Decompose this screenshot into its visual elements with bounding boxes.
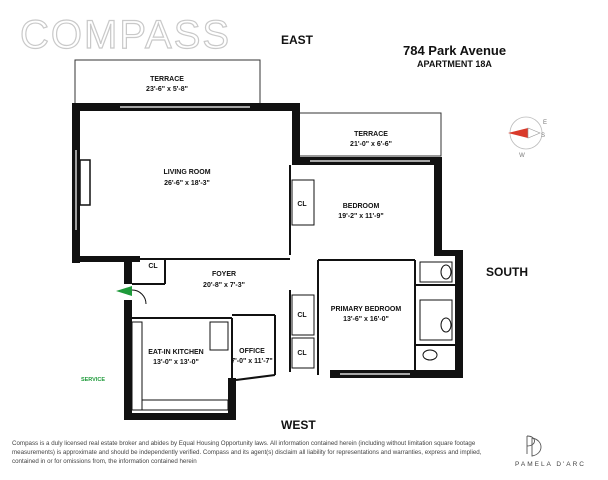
compass-e: E [543, 120, 547, 126]
apartment-number: APARTMENT 18A [417, 59, 492, 69]
kitchen-counters [131, 321, 229, 411]
label-living-room: LIVING ROOM [163, 169, 210, 176]
label-office: OFFICE [239, 348, 265, 355]
closet-primary-2 [291, 337, 315, 369]
direction-east: EAST [281, 33, 314, 47]
dims-foyer: 20'-8" x 7'-3" [203, 282, 245, 289]
dims-primary-bedroom: 13'-6" x 16'-0" [343, 316, 389, 323]
compass-needle [508, 128, 528, 138]
service-label: SERVICE [81, 377, 105, 383]
label-terrace-2: TERRACE [354, 131, 388, 138]
entry-door-swing [131, 289, 147, 305]
label-primary-bedroom: PRIMARY BEDROOM [331, 306, 402, 313]
label-foyer: FOYER [212, 271, 236, 278]
fireplace [79, 159, 91, 206]
interior-walls [132, 165, 458, 381]
closet-primary-1 [291, 294, 315, 336]
walls [72, 103, 463, 420]
direction-south: SOUTH [486, 265, 528, 279]
label-eat-in-kitchen: EAT-IN KITCHEN [148, 349, 203, 356]
dims-terrace-2: 21'-0" x 6'-6" [350, 141, 392, 148]
dims-bedroom: 19'-2" x 11'-9" [338, 213, 383, 220]
dims-living-room: 26'-6" x 18'-3" [164, 180, 210, 187]
label-bedroom: BEDROOM [343, 203, 380, 210]
closet-label-primary-2: CL [297, 350, 307, 357]
compass-logo: COMPASS [19, 12, 232, 57]
compass-rose [508, 116, 543, 150]
direction-west: WEST [281, 418, 316, 432]
closet-label-primary-1: CL [297, 312, 307, 319]
compass-w: W [519, 153, 525, 159]
property-address: 784 Park Avenue [403, 43, 507, 58]
designer-name: PAMELA D'ARC [515, 461, 586, 468]
disclaimer-text: Compass is a duly licensed real estate b… [12, 440, 482, 465]
windows [75, 106, 430, 375]
label-terrace-1: TERRACE [150, 76, 184, 83]
closet-bedroom [291, 179, 315, 226]
closet-label-foyer: CL [148, 263, 158, 270]
dims-office: 7'-0" x 11'-7" [231, 358, 273, 365]
entry-arrow [116, 286, 132, 296]
closet-label-bedroom: CL [297, 201, 307, 208]
dims-terrace-1: 23'-6" x 5'-8" [146, 86, 188, 93]
bath-fixtures [419, 261, 453, 361]
dims-eat-in-kitchen: 13'-0" x 13'-0" [153, 359, 199, 366]
compass-s: S [541, 133, 545, 139]
designer-monogram [526, 435, 542, 457]
